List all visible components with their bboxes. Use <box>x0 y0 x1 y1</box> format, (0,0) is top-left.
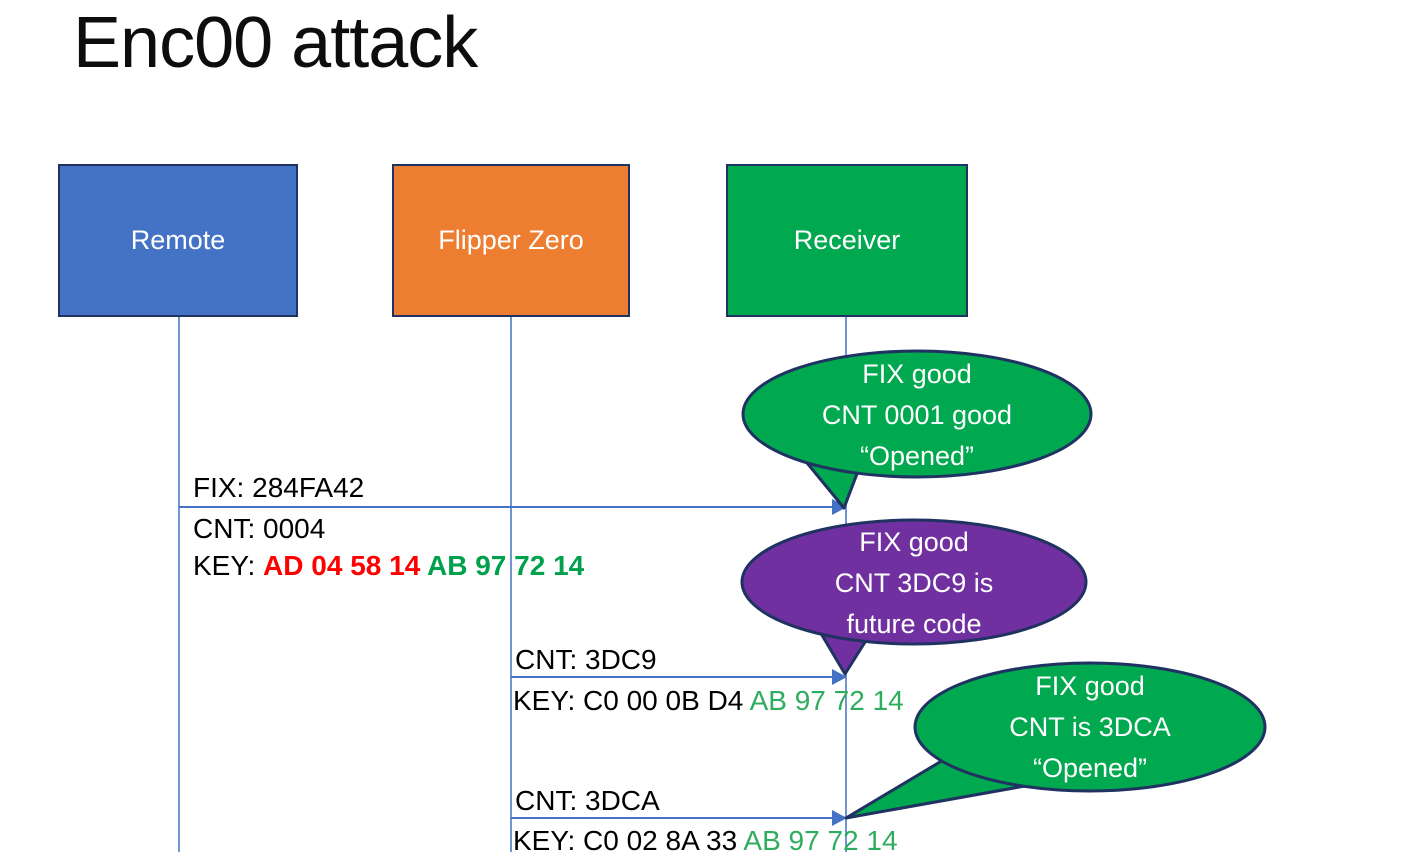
message-2-cnt-label: CNT: 3DC9 <box>515 644 657 675</box>
message-1-key-green-bytes: AB 97 72 14 <box>427 550 585 581</box>
speech-bubble-1-line2: CNT 0001 good <box>821 399 1013 430</box>
message-1-key-label: KEY: AD 04 58 14 AB 97 72 14 <box>193 549 584 583</box>
speech-bubble-1-line1: FIX good <box>862 358 972 389</box>
speech-bubble-2-line3: future code <box>846 608 982 639</box>
actor-label-flipper-zero: Flipper Zero <box>438 225 584 255</box>
speech-bubble-3-ellipse <box>913 661 1267 793</box>
speech-bubble-2-line1: FIX good <box>859 526 969 557</box>
message-3-key-green-bytes: AB 97 72 14 <box>743 825 898 856</box>
speech-bubble-3-text: FIX good CNT is 3DCA “Opened” <box>915 664 1265 790</box>
actor-label-receiver: Receiver <box>793 225 901 255</box>
speech-bubble-2-ellipse <box>740 518 1088 646</box>
actor-box-receiver: Receiver <box>726 164 968 317</box>
message-1-cnt-label: CNT: 0004 <box>193 513 326 544</box>
message-arrow-1-head-icon <box>832 499 847 515</box>
speech-bubble-3 <box>844 661 1267 820</box>
message-2-key-green-bytes: AB 97 72 14 <box>749 685 904 716</box>
speech-bubble-3-line3: “Opened” <box>1032 752 1148 783</box>
message-2-key-label: KEY: C0 00 0B D4 AB 97 72 14 <box>513 684 904 718</box>
speech-bubble-2-text: FIX good CNT 3DC9 is future code <box>742 521 1086 645</box>
speech-bubble-2 <box>740 518 1088 676</box>
speech-bubble-1-ellipse <box>741 349 1093 479</box>
actor-box-remote: Remote <box>58 164 298 317</box>
actor-box-flipper-zero: Flipper Zero <box>392 164 630 317</box>
speech-bubble-1-line3: “Opened” <box>859 440 975 471</box>
message-3-key-prefix: KEY: C0 02 8A 33 <box>513 825 744 856</box>
speech-bubble-1-text: FIX good CNT 0001 good “Opened” <box>743 352 1091 478</box>
speech-bubble-3-line1: FIX good <box>1035 670 1145 701</box>
message-arrow-2-head-icon <box>832 669 847 685</box>
message-2-key-prefix: KEY: C0 00 0B D4 <box>513 685 750 716</box>
actor-label-remote: Remote <box>130 225 226 255</box>
speech-bubble-2-line2: CNT 3DC9 is <box>834 567 994 598</box>
message-3-cnt-label: CNT: 3DCA <box>515 785 660 816</box>
message-1-key-prefix: KEY: <box>193 550 264 581</box>
speech-bubble-1 <box>741 349 1093 510</box>
message-arrow-3-head-icon <box>832 810 847 826</box>
speech-bubble-3-line2: CNT is 3DCA <box>1009 711 1171 742</box>
message-3-key-label: KEY: C0 02 8A 33 AB 97 72 14 <box>513 824 898 858</box>
message-1-key-red-bytes: AD 04 58 14 <box>263 550 427 581</box>
message-1-fix-label: FIX: 284FA42 <box>193 472 365 503</box>
slide-title: Enc00 attack <box>73 3 478 83</box>
